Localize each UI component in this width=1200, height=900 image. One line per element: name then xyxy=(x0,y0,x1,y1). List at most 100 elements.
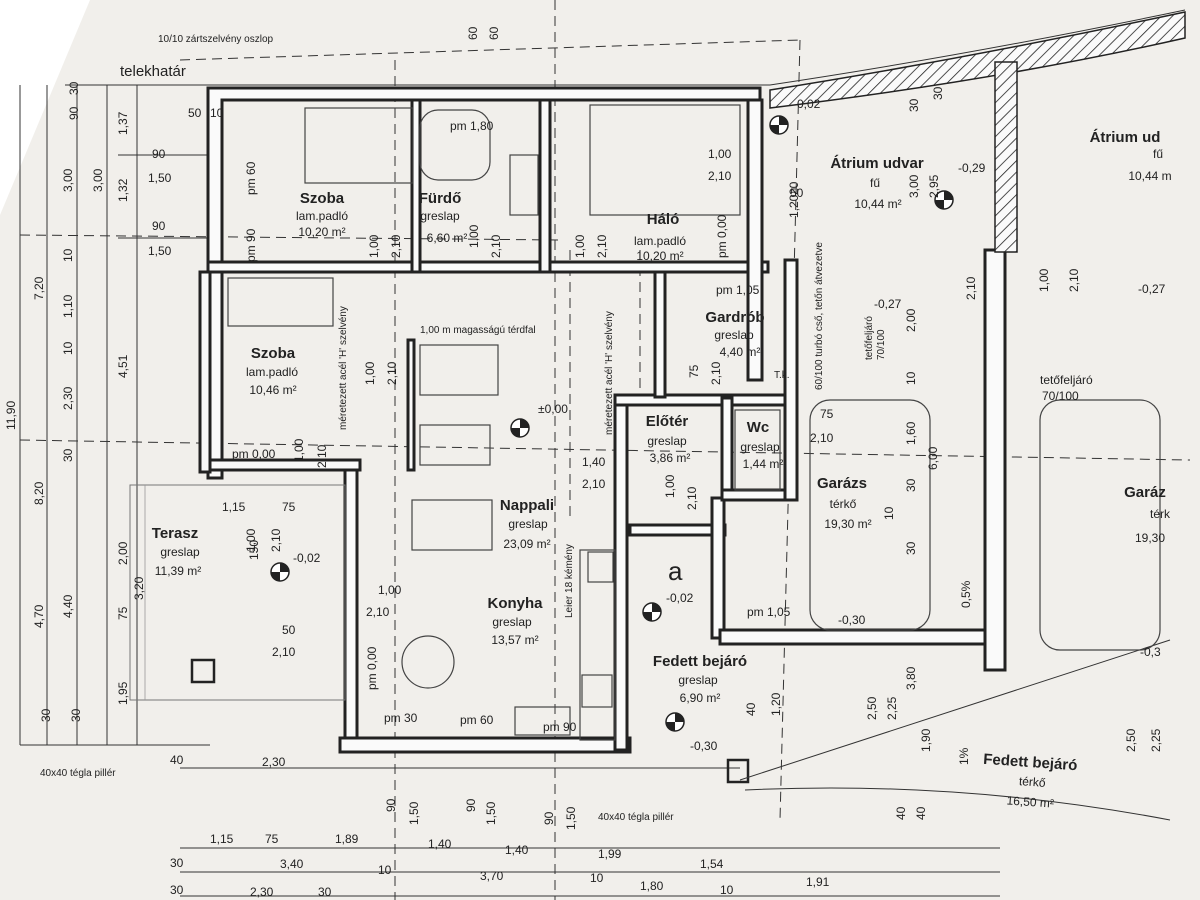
svg-text:pm 1,05: pm 1,05 xyxy=(747,605,791,619)
svg-text:11,90: 11,90 xyxy=(4,401,18,430)
svg-text:6,00: 6,00 xyxy=(926,446,940,470)
svg-text:greslap: greslap xyxy=(420,209,460,223)
svg-text:1,50: 1,50 xyxy=(407,801,421,825)
svg-text:6,60 m²: 6,60 m² xyxy=(427,231,468,245)
svg-text:50: 50 xyxy=(188,106,202,120)
svg-text:30: 30 xyxy=(39,708,53,722)
svg-text:10: 10 xyxy=(61,248,75,262)
svg-text:10: 10 xyxy=(590,871,604,885)
room-atrium-2: Átrium ud fű 10,44 m xyxy=(1090,129,1172,183)
svg-text:greslap: greslap xyxy=(714,328,754,342)
room-a-label: a xyxy=(668,556,683,586)
car-outline-2 xyxy=(809,399,931,631)
svg-text:1,50: 1,50 xyxy=(484,801,498,825)
svg-text:greslap: greslap xyxy=(647,434,687,448)
svg-text:10,44 m: 10,44 m xyxy=(1128,169,1171,183)
roof-access-size-1: 70/100 xyxy=(876,329,887,360)
room-konyha: Konyha greslap 13,57 m² xyxy=(487,595,543,647)
svg-text:pm 1,05: pm 1,05 xyxy=(716,283,760,297)
svg-text:30: 30 xyxy=(318,885,332,899)
svg-text:1,40: 1,40 xyxy=(582,455,606,469)
svg-text:Garáz: Garáz xyxy=(1124,484,1166,501)
svg-text:30: 30 xyxy=(931,86,945,100)
sink xyxy=(509,154,539,216)
svg-text:pm 1,80: pm 1,80 xyxy=(450,119,494,133)
svg-text:3,40: 3,40 xyxy=(280,857,304,871)
svg-text:3,86 m²: 3,86 m² xyxy=(650,451,691,465)
svg-text:1,91: 1,91 xyxy=(806,875,830,889)
svg-text:10,46 m²: 10,46 m² xyxy=(249,383,296,397)
svg-text:1,00: 1,00 xyxy=(378,583,402,597)
room-gardrob: Gardrób greslap 4,40 m² xyxy=(705,309,764,359)
svg-text:1%: 1% xyxy=(957,747,971,765)
room-nappali: Nappali greslap 23,09 m² xyxy=(500,497,554,551)
svg-text:Garázs: Garázs xyxy=(817,475,867,492)
svg-text:1,50: 1,50 xyxy=(148,171,172,185)
bed-2 xyxy=(589,104,741,216)
svg-text:-0,30: -0,30 xyxy=(838,613,866,627)
svg-text:40: 40 xyxy=(170,753,184,767)
svg-text:1,15: 1,15 xyxy=(210,832,234,846)
svg-text:4,40 m²: 4,40 m² xyxy=(720,345,761,359)
svg-text:2,30: 2,30 xyxy=(262,755,286,769)
room-atrium-1: Átrium udvar fű 10,44 m² xyxy=(830,155,924,211)
svg-text:2,10: 2,10 xyxy=(1067,268,1081,292)
pillar-label-left: 40x40 tégla pillér xyxy=(40,768,116,779)
svg-text:Szoba: Szoba xyxy=(251,345,296,362)
svg-text:pm 30: pm 30 xyxy=(384,711,418,725)
kitchen-counter xyxy=(579,549,616,741)
svg-text:2,10: 2,10 xyxy=(385,361,399,385)
svg-text:40: 40 xyxy=(894,806,908,820)
svg-text:greslap: greslap xyxy=(492,615,532,629)
svg-text:2,10: 2,10 xyxy=(582,477,606,491)
svg-text:2,10: 2,10 xyxy=(366,605,390,619)
svg-text:1,00: 1,00 xyxy=(573,234,587,258)
svg-text:1,99: 1,99 xyxy=(598,847,622,861)
svg-text:1,00: 1,00 xyxy=(367,234,381,258)
svg-text:0,5%: 0,5% xyxy=(959,580,973,608)
svg-text:pm 90: pm 90 xyxy=(244,228,258,262)
svg-text:30: 30 xyxy=(170,883,184,897)
svg-text:pm 90: pm 90 xyxy=(543,720,577,734)
svg-text:1,00: 1,00 xyxy=(244,528,258,552)
svg-text:1,15: 1,15 xyxy=(222,500,246,514)
svg-text:75: 75 xyxy=(820,407,834,421)
brick-pillar-left xyxy=(190,658,216,684)
svg-text:2,25: 2,25 xyxy=(885,696,899,720)
brick-pillar-bottom xyxy=(726,758,750,784)
svg-text:greslap: greslap xyxy=(160,545,200,559)
parapet-labels: pm 1,80 pm 60 pm 90 pm 0,00 pm 1,05 pm 0… xyxy=(232,119,791,734)
svg-text:10: 10 xyxy=(210,106,224,120)
svg-text:1,37: 1,37 xyxy=(116,111,130,135)
room-wc: Wc greslap 1,44 m² xyxy=(740,419,783,471)
svg-text:2,10: 2,10 xyxy=(708,169,732,183)
svg-text:Fedett bejáró: Fedett bejáró xyxy=(983,751,1078,775)
svg-text:1,44 m²: 1,44 m² xyxy=(743,457,784,471)
svg-text:pm 0,00: pm 0,00 xyxy=(715,214,729,258)
svg-text:75: 75 xyxy=(282,500,296,514)
room-szoba-2: Szoba lam.padló 10,46 m² xyxy=(246,345,298,397)
room-furdo: Fürdő greslap 6,60 m² xyxy=(419,190,468,245)
svg-text:1,40: 1,40 xyxy=(505,843,529,857)
sofa-1 xyxy=(419,344,499,396)
svg-text:90: 90 xyxy=(152,219,166,233)
svg-text:30: 30 xyxy=(904,541,918,555)
roof-access-label-1: tetőfeljáró xyxy=(864,316,875,360)
svg-text:-0,27: -0,27 xyxy=(1138,282,1166,296)
svg-text:pm 60: pm 60 xyxy=(460,713,494,727)
dimension-lines-bottom xyxy=(180,767,1000,897)
svg-text:10: 10 xyxy=(378,863,392,877)
svg-text:fű: fű xyxy=(870,176,880,190)
svg-text:8,20: 8,20 xyxy=(32,481,46,505)
svg-text:90: 90 xyxy=(384,798,398,812)
dimensions-bottom: 1,15 75 1,89 1,40 1,40 1,99 1,54 30 3,40… xyxy=(170,798,830,899)
svg-text:7,20: 7,20 xyxy=(32,276,46,300)
svg-text:1,00: 1,00 xyxy=(292,438,306,462)
svg-text:1,90: 1,90 xyxy=(919,728,933,752)
svg-text:10: 10 xyxy=(61,341,75,355)
svg-text:1,54: 1,54 xyxy=(700,857,724,871)
dimensions-left: 1,37 3,00 7,20 1,32 10 1,10 10 2,30 4,51… xyxy=(4,106,224,722)
svg-text:-0,02: -0,02 xyxy=(293,551,321,565)
svg-text:1,00: 1,00 xyxy=(363,361,377,385)
svg-text:3,00: 3,00 xyxy=(61,168,75,192)
